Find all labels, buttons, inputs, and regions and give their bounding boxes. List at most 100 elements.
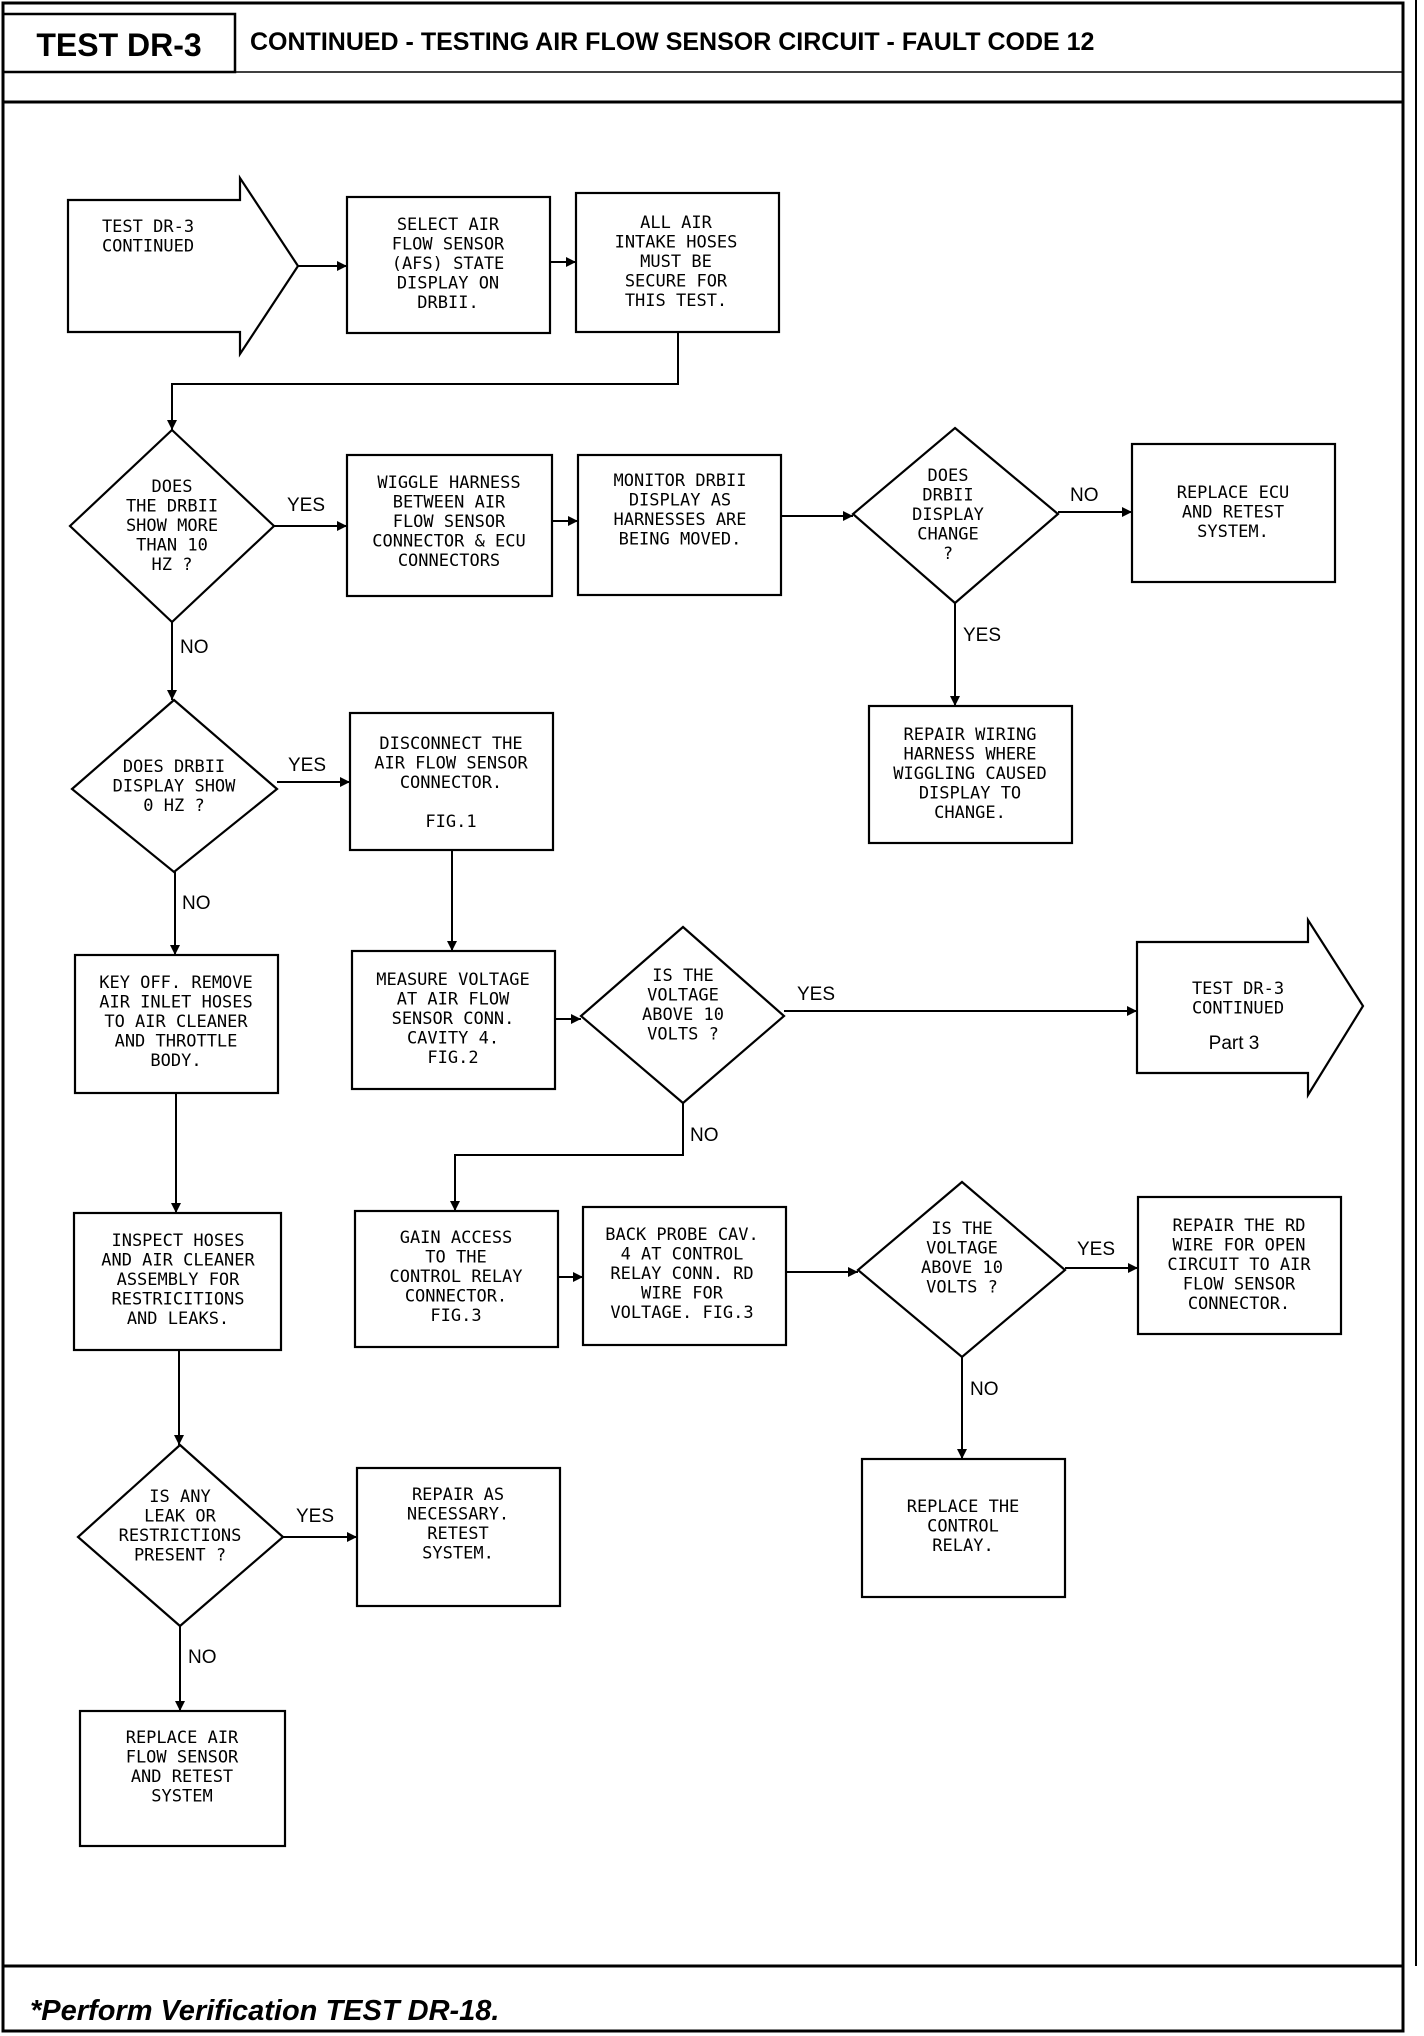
node-line: KEY OFF. REMOVE [99,973,253,993]
node-line: AT AIR FLOW [397,990,510,1010]
node-line: AND THROTTLE [115,1032,238,1052]
header-test-box [1,12,237,74]
connector-qv1-gain [454,1103,684,1211]
node-line: AIR FLOW SENSOR [374,754,528,774]
node-line: DISPLAY SHOW [113,777,237,797]
label-yes-qchange: YES [963,625,1001,646]
label-yes-qv2: YES [1077,1239,1115,1260]
start-arrow-shape [66,174,300,358]
air-hoses-box [574,191,781,334]
back-probe-box [581,1205,788,1347]
node-line: TEST DR-3 [102,217,194,237]
arrowhead [566,257,576,267]
node-line: HARNESS WHERE [903,745,1036,765]
arrowhead [167,420,177,430]
arrowhead [957,1449,967,1459]
node-line: RESTRICTIONS [119,1526,242,1546]
arrowhead [170,945,180,955]
node-line: RESTRICITIONS [111,1290,244,1310]
node-line: THAN 10 [136,536,208,556]
replace-ecu-box [1130,442,1337,584]
node-line: BODY. [150,1051,201,1071]
node-line: CONNECTOR. [1188,1294,1290,1314]
node-line: (AFS) STATE [392,254,505,274]
arrowhead [167,690,177,700]
label-yes-q0: YES [288,755,326,776]
node-line: RELAY. [932,1536,993,1556]
monitor-box [576,453,783,597]
node-line: CAVITY 4. [407,1029,499,1049]
node-line: DISPLAY ON [397,274,499,294]
inspect-hoses-box [72,1211,283,1352]
node-line: SELECT AIR [397,215,500,235]
node-line: IS ANY [149,1487,210,1507]
disconnect-box [348,711,555,852]
node-line: AND RETEST [131,1767,233,1787]
node-line: SYSTEM. [1197,522,1269,542]
arrowhead [337,261,347,271]
arrowhead [447,941,457,951]
node-line: HARNESSES ARE [613,510,746,530]
node-line: TO THE [425,1248,486,1268]
wiggle-box [345,453,554,598]
arrowhead [1128,1263,1138,1273]
node-line: THE DRBII [126,497,218,517]
node-line: RELAY CONN. RD [610,1264,753,1284]
node-line: RETEST [427,1524,488,1544]
node-line: VOLTS ? [926,1278,998,1298]
node-line: WIGGLE HARNESS [377,473,520,493]
arrowhead [950,696,960,706]
arrowhead [174,1435,184,1445]
node-line: CONNECTOR. [405,1287,507,1307]
node-line: INSPECT HOSES [111,1231,244,1251]
node-line: DOES [928,466,969,486]
node-line: 0 HZ ? [143,796,204,816]
node-line: AIR INLET HOSES [99,993,253,1013]
select-afs-box [345,195,552,335]
node-line: BETWEEN AIR [393,493,506,513]
node-line: AND AIR CLEANER [101,1251,255,1271]
arrowhead [1127,1006,1137,1016]
label-no-qchange: NO [1070,485,1099,506]
node-line: REPAIR WIRING [903,725,1036,745]
label-yes-qv1: YES [797,984,835,1005]
node-line: SYSTEM. [422,1544,494,1564]
node-line [446,793,456,813]
arrowhead [340,777,350,787]
node-line: MONITOR DRBII [613,471,746,491]
replace-afs-box [78,1709,287,1848]
label-no-qleak: NO [188,1647,217,1668]
node-line: BACK PROBE CAV. [605,1225,759,1245]
label-yes-q1: YES [287,495,325,516]
measure-voltage-box [350,949,557,1091]
label-no-qv2: NO [970,1379,999,1400]
node-line: CIRCUIT TO AIR [1167,1255,1311,1275]
node-line: DOES [152,477,193,497]
node-part3-extra-text: Part 3 [1209,1033,1260,1054]
node-line: FLOW SENSOR [1183,1275,1296,1295]
node-line: SECURE FOR [625,272,728,292]
arrowhead [1122,507,1132,517]
arrowhead [843,511,853,521]
node-line: FIG.3 [430,1306,481,1326]
arrowheads [167,257,1138,1711]
node-line: VOLTAGE [647,986,719,1006]
arrowhead [171,1203,181,1213]
node-line: CONTINUED [1192,999,1284,1019]
gain-access-box [353,1209,560,1349]
node-line: REPAIR AS [412,1485,504,1505]
